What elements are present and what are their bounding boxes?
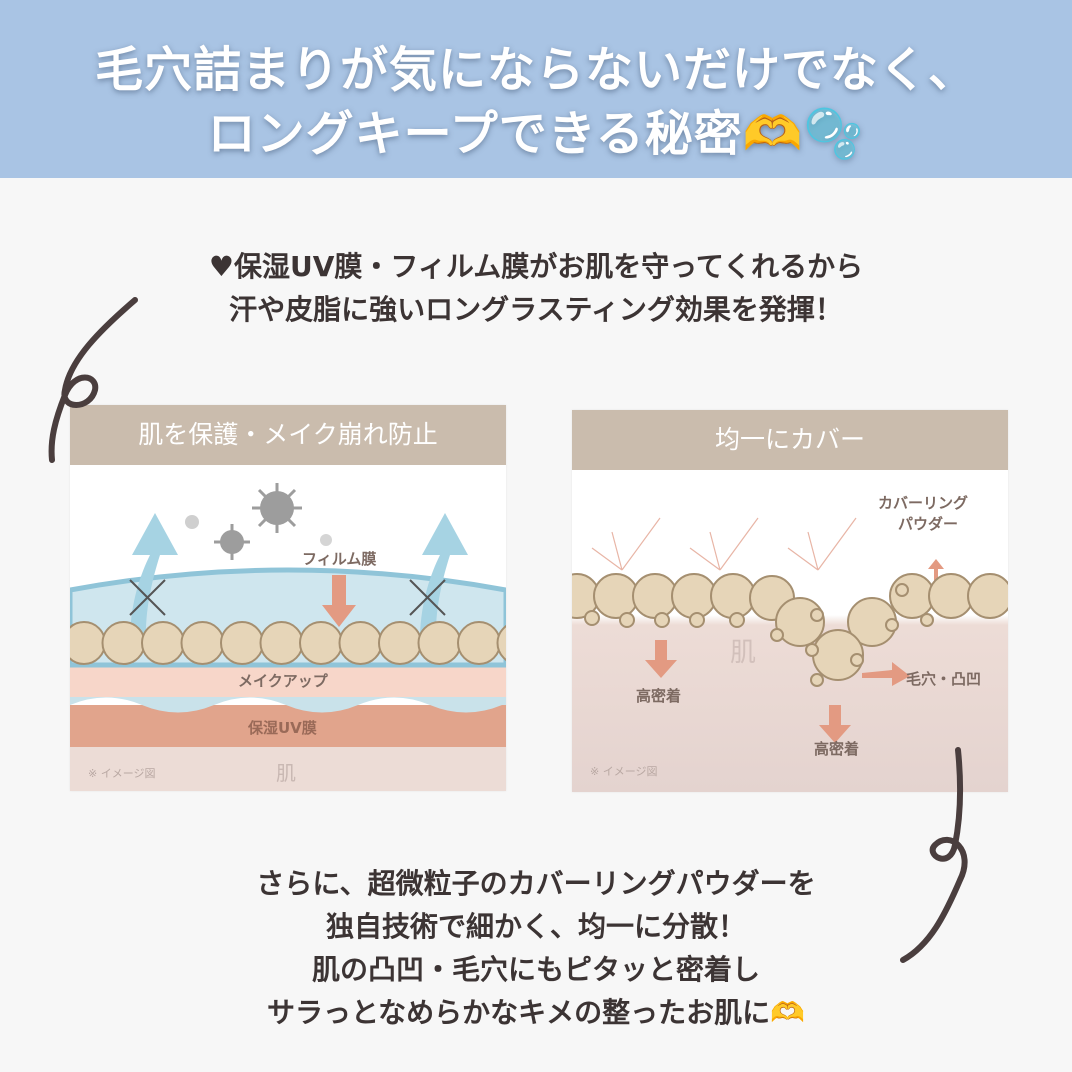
powder-bead	[632, 573, 678, 619]
header-title-line2: ロングキープできる秘密🫶🫧	[207, 106, 865, 162]
powder-bead	[805, 643, 819, 657]
cover-diagram	[572, 517, 1008, 743]
powder-bead	[889, 573, 935, 619]
uv-label: 保湿UV膜	[248, 719, 317, 737]
image-note: ※ イメージ図	[88, 767, 156, 780]
powder-label-2: パウダー	[898, 515, 959, 533]
powder-bead	[141, 621, 185, 665]
image-note: ※ イメージ図	[590, 765, 658, 778]
powder-bead	[180, 621, 225, 665]
powder-bead	[593, 573, 639, 619]
powder-bead	[417, 621, 462, 665]
powder-bead	[584, 610, 600, 626]
adhesion-label-2: 高密着	[814, 740, 860, 758]
virus-icons	[185, 491, 332, 554]
outro-line2: 独自技術で細かく、均一に分散！	[325, 910, 746, 943]
panel-protect-title: 肌を保護・メイク崩れ防止	[70, 405, 506, 465]
powder-bead	[928, 573, 974, 619]
skin-label: 肌	[276, 761, 296, 785]
powder-bead	[770, 628, 784, 642]
powder-bead	[967, 573, 1008, 619]
powder-bead	[895, 583, 909, 597]
pores-label: 毛穴・凸凹	[906, 670, 982, 688]
powder-bead	[70, 621, 106, 665]
powder-label-1: カバーリング	[878, 494, 969, 512]
powder-bead	[710, 573, 756, 619]
outro-line4: サラっとなめらかなキメの整ったお肌に🫶	[266, 996, 806, 1029]
powder-bead	[810, 608, 824, 622]
powder-bead	[654, 612, 670, 628]
powder-bead	[920, 613, 934, 627]
protect-diagram	[70, 483, 506, 791]
film-label: フィルム膜	[302, 550, 377, 568]
powder-bead	[101, 621, 146, 665]
powder-bead	[775, 597, 825, 647]
outro-line1: さらに、超微粒子のカバーリングパウダーを	[256, 867, 816, 900]
header-title-line1: 毛穴詰まりが気にならないだけでなく、	[94, 42, 977, 98]
powder-bead	[378, 621, 422, 665]
skin-label: 肌	[730, 638, 757, 668]
powder-bead	[619, 612, 635, 628]
panel-protect: 肌を保護・メイク崩れ防止 フィルム膜 メイクアップ 保湿UV膜 肌 ※ イメージ…	[70, 405, 506, 791]
adhesion-label-1: 高密着	[636, 687, 682, 705]
powder-bead	[299, 621, 343, 665]
powder-bead	[338, 621, 383, 665]
powder-bead	[850, 653, 864, 667]
panel-cover-title: 均一にカバー	[572, 410, 1008, 470]
powder-bead	[885, 618, 899, 632]
outro-line3: 肌の凸凹・毛穴にもピタッと密着し	[311, 953, 760, 986]
intro-line2: 汗や皮脂に強いロングラスティング効果を発揮！	[229, 293, 843, 326]
powder-bead	[671, 573, 717, 619]
powder-bead	[457, 621, 501, 665]
powder-bead	[259, 621, 304, 665]
powder-bead	[496, 624, 506, 662]
powder-bead	[220, 621, 264, 665]
powder-bead	[689, 612, 705, 628]
intro-line1: ♥保湿UV膜・フィルム膜がお肌を守ってくれるから	[208, 250, 864, 283]
panel-cover: 均一にカバー カバーリング パウダー 肌 高密着 高密着 毛穴・凸凹 ※ イメー…	[572, 410, 1008, 792]
header-banner: 毛穴詰まりが気にならないだけでなく、 ロングキープできる秘密🫶🫧	[0, 0, 1072, 178]
makeup-label: メイクアップ	[238, 672, 328, 690]
powder-bead	[729, 612, 745, 628]
powder-bead	[810, 673, 824, 687]
